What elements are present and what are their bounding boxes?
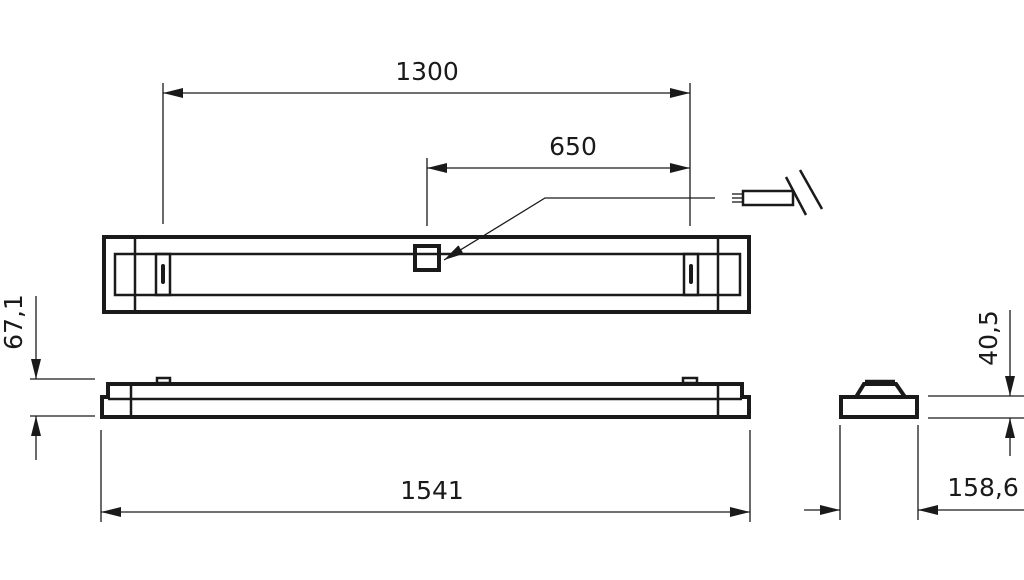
cable-icon — [732, 169, 824, 216]
dimension-label-158-6: 158,6 — [947, 473, 1019, 502]
dimension-label-40-5: 40,5 — [974, 310, 1003, 366]
luminaire-end-view — [839, 379, 919, 419]
dimension-1541: 1541 — [100, 430, 751, 522]
luminaire-side-view — [100, 376, 751, 419]
dimension-650: 650 — [426, 132, 690, 226]
dimension-label-1300: 1300 — [395, 57, 459, 86]
lamp-holder-right — [682, 252, 700, 297]
dimension-1300: 1300 — [162, 57, 691, 226]
dimension-label-650: 650 — [549, 132, 597, 161]
cable-connection-leader — [443, 169, 824, 261]
dimension-label-67-1: 67,1 — [0, 294, 28, 350]
luminaire-top-view — [102, 235, 751, 314]
lamp-holder-left — [154, 252, 172, 297]
dimension-40-5: 40,5 — [928, 310, 1024, 456]
dimension-label-1541: 1541 — [400, 476, 464, 505]
dimension-67-1: 67,1 — [0, 294, 95, 460]
connection-box — [413, 244, 441, 272]
dimension-158-6: 158,6 — [804, 425, 1024, 520]
